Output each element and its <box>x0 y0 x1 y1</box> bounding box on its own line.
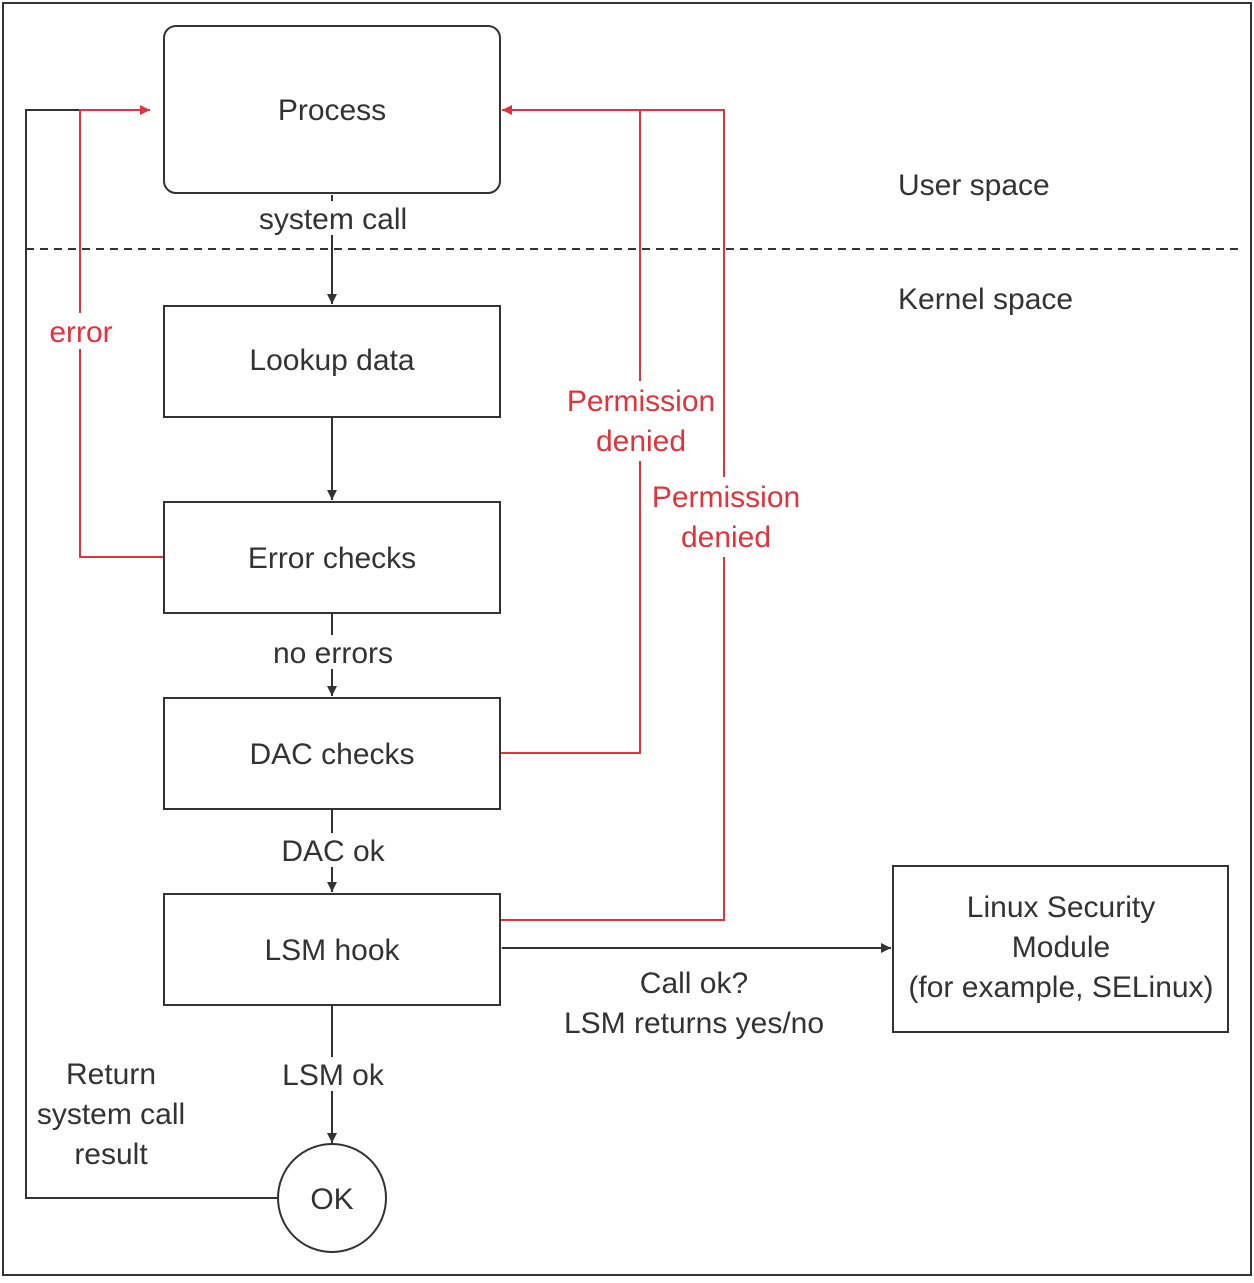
lsm-denied-label-line-1: Permission <box>652 481 800 514</box>
lsm-module-line-3: (for example, SELinux) <box>908 971 1213 1004</box>
return-path-line <box>25 109 278 1199</box>
lookup-box <box>163 305 501 418</box>
user-space-label: User space <box>898 169 1050 202</box>
lsm-module-line-1: Linux Security <box>967 891 1155 924</box>
error-checks-box <box>163 501 501 614</box>
kernel-space-label: Kernel space <box>898 283 1073 316</box>
dac-checks-label: DAC checks <box>249 738 414 771</box>
error-label: error <box>49 316 112 349</box>
lsm-denied-label-bg <box>645 477 807 557</box>
no-errors-label-bg <box>264 635 400 669</box>
lookup-label: Lookup data <box>249 344 414 377</box>
dac-denied-label-line-1: Permission <box>567 385 715 418</box>
ok-circle <box>277 1143 387 1253</box>
dac-denied-label-line-2: denied <box>596 425 686 458</box>
syscall-label-bg <box>250 201 416 235</box>
return-label-line-1: Return <box>66 1058 156 1091</box>
return-label-line-3: result <box>74 1138 148 1171</box>
lsm-ok-label-bg <box>274 1057 390 1091</box>
dac-denied-label-bg <box>560 381 722 461</box>
system-call-label: system call <box>259 203 407 236</box>
lsm-module-box <box>892 865 1229 1033</box>
lsm-module-line-2: Module <box>1012 931 1110 964</box>
call-ok-label-line-2: LSM returns yes/no <box>564 1007 824 1040</box>
dac-ok-label-bg <box>274 833 390 867</box>
lsm-hook-box <box>163 893 501 1006</box>
call-ok-label-line-1: Call ok? <box>640 967 748 1000</box>
process-box <box>163 25 501 194</box>
ok-label: OK <box>310 1183 353 1216</box>
no-errors-label: no errors <box>273 637 393 670</box>
return-label-line-2: system call <box>37 1098 185 1131</box>
dac-checks-box <box>163 697 501 810</box>
error-checks-label: Error checks <box>248 542 416 575</box>
lsm-hook-label: LSM hook <box>264 934 400 967</box>
dac-ok-label: DAC ok <box>281 835 385 868</box>
error-label-bg <box>40 313 120 349</box>
lsm-ok-label: LSM ok <box>282 1059 385 1092</box>
process-label: Process <box>278 94 386 127</box>
lsm-denied-label-line-2: denied <box>681 521 771 554</box>
